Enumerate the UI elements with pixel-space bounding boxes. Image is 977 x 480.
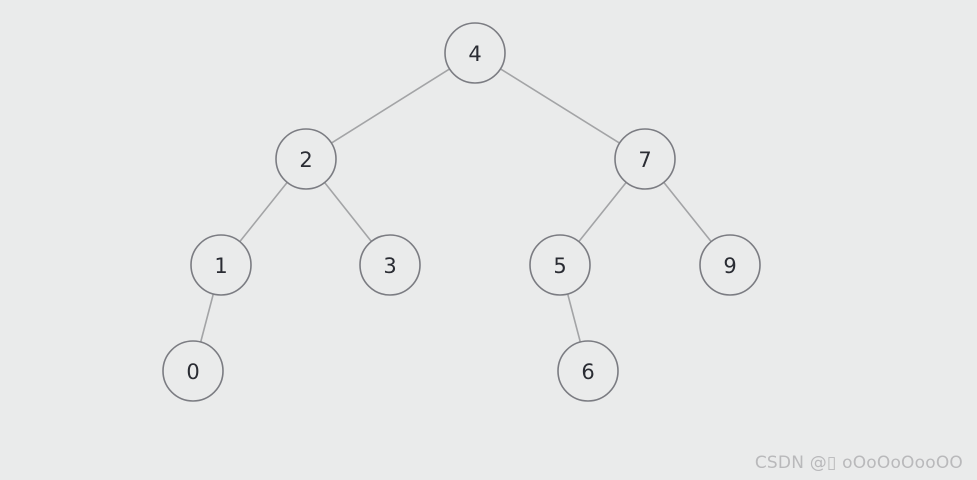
tree-edge xyxy=(199,293,215,343)
node-label: 0 xyxy=(186,360,199,384)
node-label: 4 xyxy=(468,42,481,66)
tree-edge xyxy=(578,181,627,243)
node-label: 3 xyxy=(383,254,396,278)
tree-edge xyxy=(566,293,582,343)
tree-node: 0 xyxy=(162,340,224,402)
tree-node: 7 xyxy=(614,128,676,190)
tree-node: 4 xyxy=(444,22,506,84)
tree-edge xyxy=(663,181,712,243)
tree-edge xyxy=(239,181,288,243)
node-circle xyxy=(162,340,224,402)
node-circle xyxy=(275,128,337,190)
node-label: 6 xyxy=(581,360,594,384)
node-circle xyxy=(557,340,619,402)
node-circle xyxy=(359,234,421,296)
tree-node: 6 xyxy=(557,340,619,402)
tree-nodes: 4 2 7 1 3 5 9 0 6 xyxy=(162,22,761,402)
tree-node: 1 xyxy=(190,234,252,296)
node-label: 7 xyxy=(638,148,651,172)
tree-node: 2 xyxy=(275,128,337,190)
tree-edge xyxy=(500,68,620,144)
tree-edge xyxy=(323,182,373,242)
node-label: 5 xyxy=(553,254,566,278)
node-circle xyxy=(190,234,252,296)
tree-node: 5 xyxy=(529,234,591,296)
tree-edge xyxy=(330,68,451,144)
node-circle xyxy=(614,128,676,190)
node-label: 9 xyxy=(723,254,736,278)
csdn-watermark: CSDN @▯ oOoOoOooOO xyxy=(754,453,963,473)
node-circle xyxy=(699,234,761,296)
tree-node: 3 xyxy=(359,234,421,296)
node-label: 1 xyxy=(214,254,227,278)
node-label: 2 xyxy=(299,148,312,172)
tree-node: 9 xyxy=(699,234,761,296)
tree-edges xyxy=(199,68,712,343)
node-circle xyxy=(529,234,591,296)
node-circle xyxy=(444,22,506,84)
